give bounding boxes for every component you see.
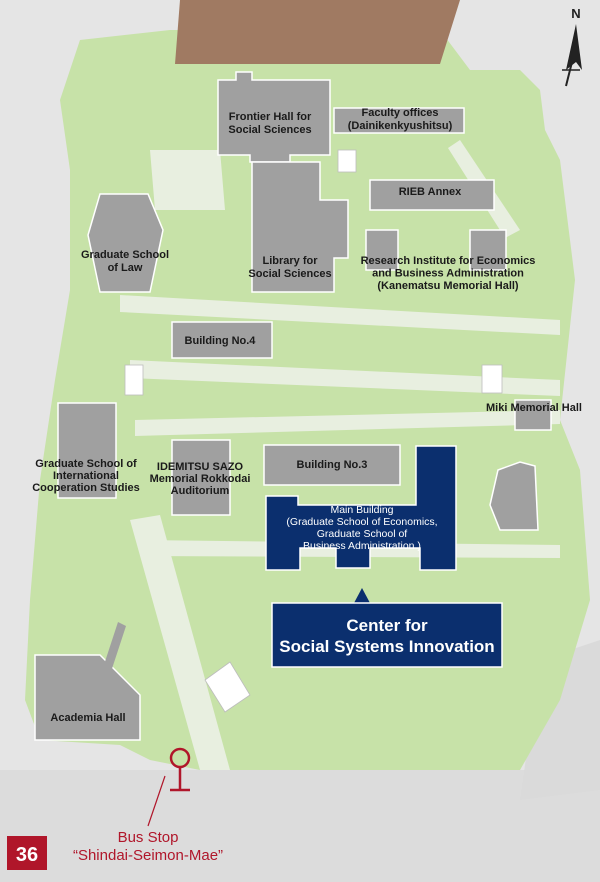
label-line: Miki Memorial Hall (486, 402, 582, 414)
label-line: “Shindai-Seimon-Mae” (73, 847, 223, 864)
label-line: Cooperation Studies (32, 482, 140, 494)
grad-intl-building (57, 402, 117, 499)
label-line: Memorial Rokkodai (150, 473, 251, 485)
label-line: Bus Stop (118, 829, 179, 846)
label-rieb-annex: RIEB Annex (399, 186, 462, 198)
buildings (34, 71, 552, 741)
label-line: Center for (346, 616, 428, 635)
walkway-academia (97, 622, 126, 690)
north-label: N (571, 6, 580, 21)
frontier-hall-building (217, 71, 331, 163)
label-line: Faculty offices (361, 107, 438, 119)
idemitsu-building (171, 439, 231, 516)
center-callout (271, 588, 503, 668)
north-arrow-icon: N (562, 6, 582, 87)
label-line: Building No.3 (297, 459, 368, 471)
label-line: (Kanematsu Memorial Hall) (377, 280, 519, 292)
label-line: Business Administration ) (303, 540, 421, 552)
label-line: Auditorium (171, 485, 230, 497)
label-line: RIEB Annex (399, 186, 462, 198)
label-line: and Business Administration (372, 268, 524, 280)
label-line: Academia Hall (50, 712, 125, 724)
building-3 (263, 444, 401, 486)
building-4 (171, 321, 273, 359)
bus-stop-number-badge (7, 836, 47, 870)
bus-stop-number: 36 (16, 844, 38, 866)
rieb-annex-building (369, 179, 495, 211)
label-building4: Building No.4 (185, 335, 257, 347)
main-building (265, 445, 457, 571)
bus-stop-icon (147, 747, 191, 827)
east-building (489, 461, 539, 531)
label-line: Graduate School of (317, 528, 408, 540)
label-line: Social Sciences (248, 268, 331, 280)
label-line: Social Sciences (228, 124, 311, 136)
label-line: Building No.4 (185, 335, 257, 347)
research-institute-building-a (365, 229, 399, 271)
athletic-field (175, 0, 460, 64)
academia-hall-building (34, 654, 141, 741)
faculty-offices-building (333, 107, 465, 134)
label-miki: Miki Memorial Hall (486, 402, 582, 414)
label-building3: Building No.3 (297, 459, 368, 471)
stairs (124, 149, 503, 713)
label-academia: Academia Hall (50, 712, 125, 724)
label-faculty-offices: Faculty offices(Dainikenkyushitsu) (348, 107, 453, 132)
label-line: of Law (108, 262, 143, 274)
label-line: Library for (262, 255, 318, 267)
label-bus-stop: Bus Stop“Shindai-Seimon-Mae” (73, 829, 223, 864)
grad-law-building (87, 193, 164, 293)
label-line: (Graduate School of Economics, (286, 516, 437, 528)
label-main-building: Main Building(Graduate School of Economi… (286, 504, 437, 552)
label-line: International (53, 470, 119, 482)
label-line: IDEMITSU SAZO (157, 461, 244, 473)
label-line: Graduate School of (35, 458, 137, 470)
road-network (0, 770, 600, 882)
label-line: Social Systems Innovation (279, 637, 494, 656)
label-line: Research Institute for Economics (361, 255, 536, 267)
research-institute-building-b (469, 229, 507, 271)
miki-memorial-building (514, 399, 552, 431)
label-line: Main Building (330, 504, 393, 516)
label-line: (Dainikenkyushitsu) (348, 120, 453, 132)
library-building (251, 161, 349, 293)
label-line: Graduate School (81, 249, 169, 261)
label-line: Frontier Hall for (229, 111, 312, 123)
